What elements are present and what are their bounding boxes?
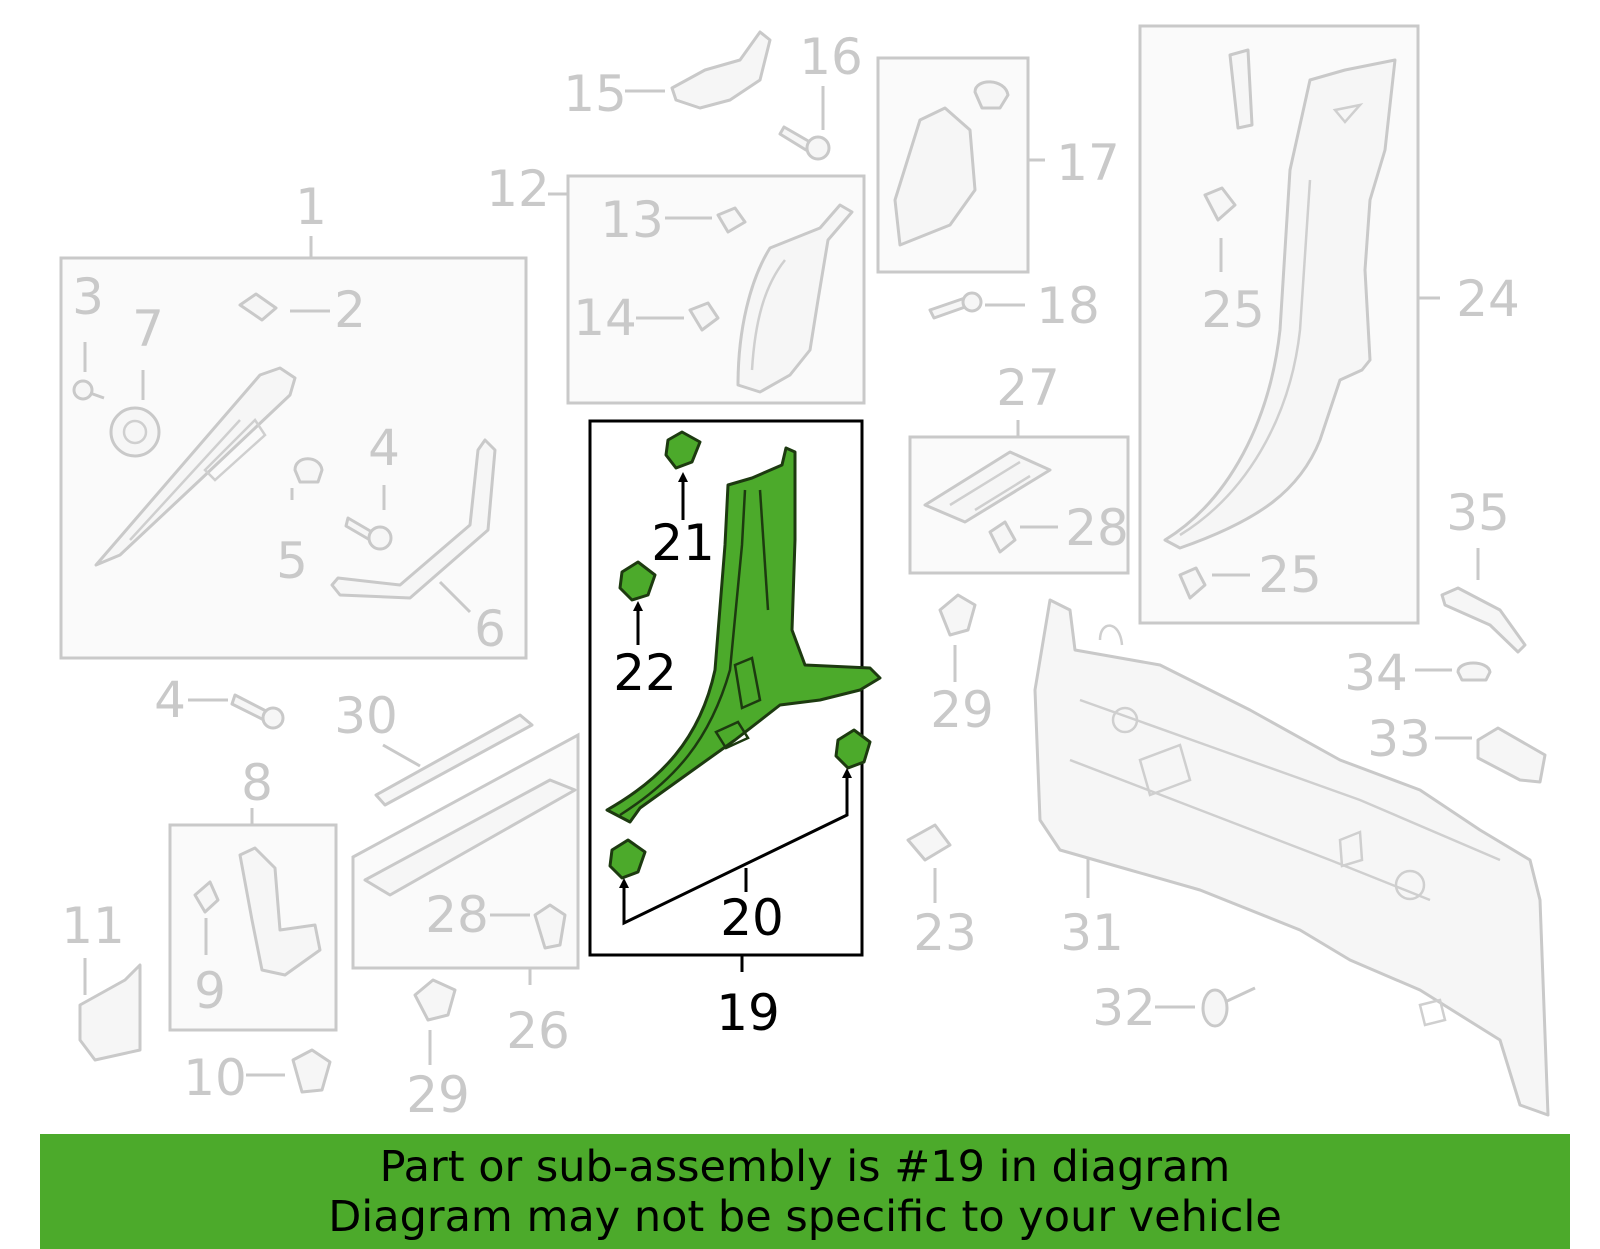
part-18-bolt <box>928 291 1025 320</box>
group-24 <box>1138 24 1440 625</box>
callout-30: 30 <box>334 687 398 745</box>
callout-1: 1 <box>295 178 327 236</box>
group-1 <box>59 236 528 660</box>
callout-4b: 4 <box>154 671 186 729</box>
part-25-clip-lower <box>1178 566 1250 600</box>
callout-13: 13 <box>600 191 664 249</box>
group-8 <box>168 808 338 1032</box>
part-17-bracket <box>893 106 977 247</box>
part-26-sill <box>363 778 577 897</box>
callout-19: 19 <box>716 984 780 1042</box>
part-12-trim <box>736 203 854 394</box>
part-28-clip-a <box>988 520 1017 554</box>
callout-labels: 1 2 3 7 4 5 6 4 12 13 14 15 16 17 18 24 … <box>61 28 1520 1124</box>
callout-3: 3 <box>72 268 104 326</box>
part-22-clip <box>618 560 657 602</box>
callout-23: 23 <box>913 904 977 962</box>
callout-32: 32 <box>1092 979 1156 1037</box>
callout-20: 20 <box>720 889 784 947</box>
banner-line-2: Diagram may not be specific to your vehi… <box>328 1191 1282 1242</box>
callout-4a: 4 <box>368 419 400 477</box>
part-7-speaker <box>109 406 161 458</box>
part-33-clip <box>1435 726 1547 784</box>
part-14-clip <box>688 301 720 332</box>
callout-12: 12 <box>486 160 550 218</box>
callout-34: 34 <box>1344 644 1408 702</box>
callout-5: 5 <box>276 532 308 590</box>
callout-15: 15 <box>563 65 627 123</box>
callout-21: 21 <box>651 514 715 572</box>
part-6-handle <box>330 438 497 600</box>
callout-6: 6 <box>474 600 506 658</box>
part-2-clip <box>238 292 278 322</box>
part-19-pillar-trim <box>605 446 882 824</box>
part-30-sill-strip <box>374 713 534 807</box>
part-16-screw <box>778 86 831 161</box>
part-24-trim <box>1163 58 1397 550</box>
part-4-screw-outside <box>188 693 285 730</box>
part-21-clip <box>664 430 702 470</box>
callout-18: 18 <box>1036 277 1100 335</box>
callout-31: 31 <box>1060 904 1124 962</box>
callout-11: 11 <box>61 897 125 955</box>
part-5-clip <box>293 457 324 484</box>
part-31-panel <box>1033 598 1550 1117</box>
callout-14: 14 <box>573 289 637 347</box>
part-27-pad <box>923 450 1052 524</box>
callout-16: 16 <box>799 28 863 86</box>
part-29-clip-a <box>938 593 977 682</box>
group-12 <box>548 174 866 405</box>
part-23-clip <box>906 823 952 903</box>
part-11-bracket <box>78 958 142 1062</box>
part-7-trim <box>94 366 297 567</box>
group-19-highlighted <box>588 419 882 972</box>
callout-2: 2 <box>334 281 366 339</box>
callout-29b: 29 <box>406 1066 470 1124</box>
part-10-clip <box>246 1048 332 1094</box>
callout-28b: 28 <box>425 886 489 944</box>
callout-27: 27 <box>996 359 1060 417</box>
info-banner: Part or sub-assembly is #19 in diagram D… <box>40 1134 1570 1249</box>
group-27 <box>908 420 1130 575</box>
callout-9: 9 <box>194 962 226 1020</box>
part-15-bracket <box>625 30 772 110</box>
group-17 <box>876 56 1045 274</box>
callout-33: 33 <box>1367 710 1431 768</box>
group-26 <box>351 732 580 985</box>
callout-22: 22 <box>613 644 677 702</box>
callout-7: 7 <box>132 300 164 358</box>
callout-25a: 25 <box>1201 281 1265 339</box>
callout-8: 8 <box>241 754 273 812</box>
part-9-clip <box>193 880 220 914</box>
callout-29a: 29 <box>930 681 994 739</box>
part-8-trim <box>238 846 322 977</box>
banner-line-1: Part or sub-assembly is #19 in diagram <box>379 1141 1231 1192</box>
callout-24: 24 <box>1456 270 1520 328</box>
callout-17: 17 <box>1056 134 1120 192</box>
part-13-clip <box>716 206 747 234</box>
callout-35: 35 <box>1446 484 1510 542</box>
part-24-clip-top <box>1228 48 1254 130</box>
part-29-clip-b <box>413 978 457 1065</box>
part-32-pin <box>1155 986 1256 1028</box>
callout-26: 26 <box>506 1002 570 1060</box>
part-25-clip-upper <box>1203 186 1237 222</box>
part-28-clip-b <box>533 903 567 950</box>
part-35-bracket <box>1440 548 1527 654</box>
part-3-screw <box>72 379 94 401</box>
callout-25b: 25 <box>1258 546 1322 604</box>
callout-28a: 28 <box>1065 499 1129 557</box>
part-20-clip-right <box>834 728 872 770</box>
part-34-nut <box>1415 661 1492 682</box>
part-20-clip-left <box>608 838 647 880</box>
callout-10: 10 <box>183 1049 247 1107</box>
part-17-grommet <box>973 80 1010 110</box>
